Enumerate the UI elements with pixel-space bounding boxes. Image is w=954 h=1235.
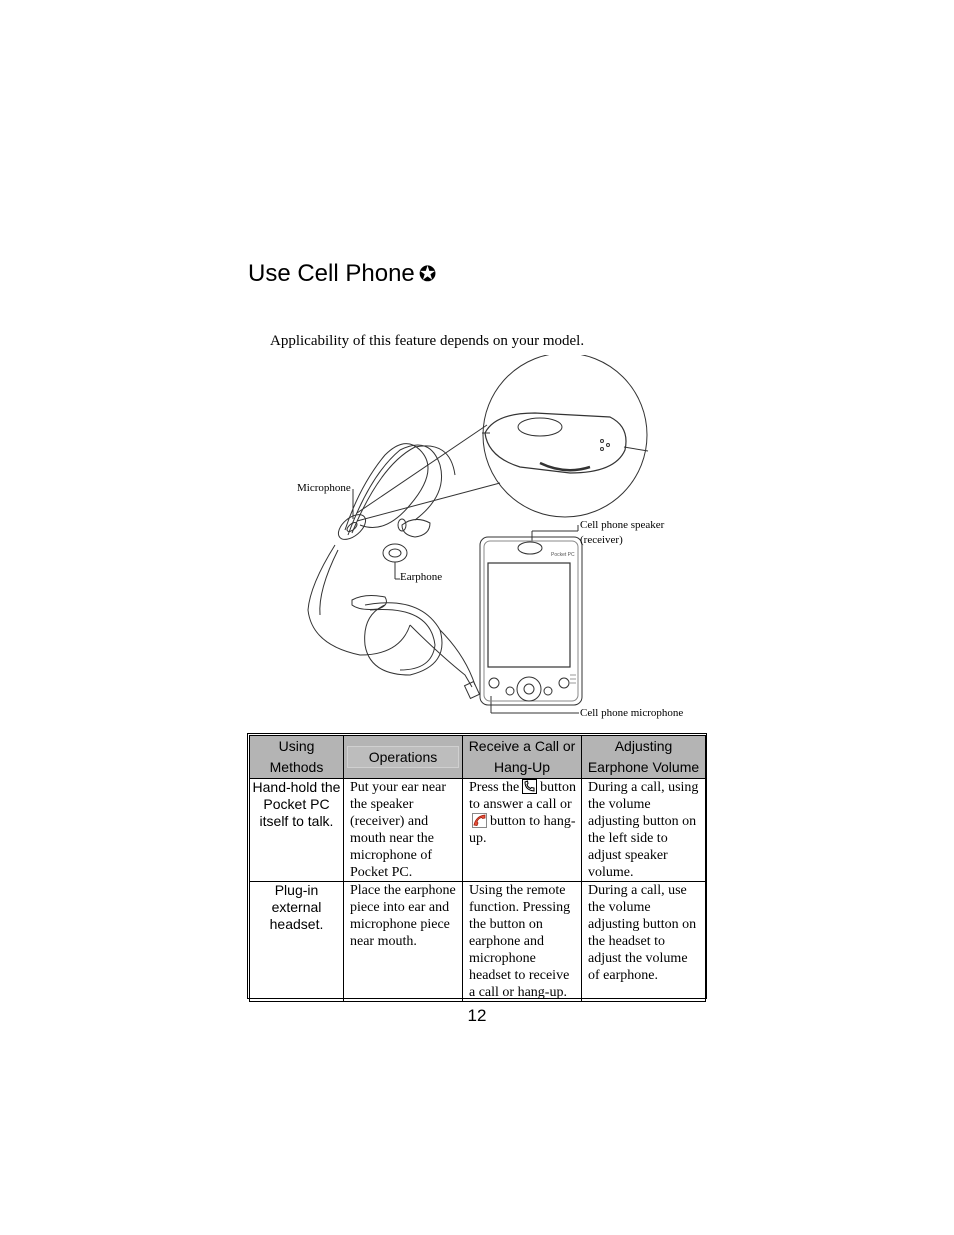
nav-pad-icon: [516, 676, 542, 702]
earphone-icon: [382, 518, 431, 563]
row1-receive-pre: Press the: [469, 780, 520, 795]
magnifier-circle: [482, 352, 648, 518]
illustration-svg: Pocket PC: [307, 352, 649, 714]
speaker-label-line1: Cell phone speaker: [580, 519, 665, 531]
usage-table: Using Methods Operations Receive a Call …: [247, 733, 707, 1002]
phone-hangup-icon: [472, 813, 487, 828]
star-icon: ✪: [418, 263, 437, 286]
cell-microphone-label: Cell phone microphone: [580, 707, 684, 719]
phone-answer-icon: [522, 779, 538, 794]
header-using-methods: Using Methods: [249, 735, 344, 779]
applicability-note: Applicability of this feature depends on…: [270, 333, 585, 349]
page-number: 12: [467, 1006, 487, 1025]
speaker-receiver-icon: [517, 541, 543, 555]
header-receive-call: Receive a Call or Hang-Up: [462, 735, 582, 779]
device-brand-text: Pocket PC: [551, 552, 575, 558]
table-row: Hand-hold the Pocket PC itself to talk. …: [249, 778, 706, 882]
speaker-label: Cell phone speaker (receiver): [580, 518, 664, 548]
header-operations-label: Operations: [347, 746, 459, 768]
header-earphone-volume: Adjusting Earphone Volume: [581, 735, 706, 779]
hangup-button-icon: [558, 677, 570, 689]
row1-method: Hand-hold the Pocket PC itself to talk.: [249, 778, 344, 882]
microphone-label: Microphone: [297, 482, 351, 494]
headset-cable: [307, 443, 481, 700]
row1-receive-post: button to hang-up.: [469, 814, 576, 846]
pocket-pc-device: Pocket PC: [479, 536, 583, 706]
table-header-row: Using Methods Operations Receive a Call …: [249, 735, 706, 779]
earphone-label: Earphone: [400, 571, 443, 583]
cable-clip-icon: [351, 595, 387, 610]
row1-receive-mid: button to answer a call or: [469, 780, 576, 812]
row2-method: Plug-in external headset.: [249, 881, 344, 1002]
row1-volume: During a call, using the volume adjustin…: [581, 778, 706, 882]
headset-device-illustration: Pocket PC Microphone Earphone Cell phone…: [290, 352, 710, 725]
row2-receive: Using the remote function. Pressing the …: [462, 881, 582, 1002]
speaker-label-line2: (receiver): [580, 534, 623, 546]
row1-operation: Put your ear near the speaker (receiver)…: [343, 778, 463, 882]
table-row: Plug-in external headset. Place the earp…: [249, 881, 706, 1002]
header-operations: Operations: [343, 735, 463, 779]
row2-operation: Place the earphone piece into ear and mi…: [343, 881, 463, 1002]
page-title-text: Use Cell Phone: [248, 260, 415, 287]
answer-button-icon: [488, 677, 500, 689]
page-title: Use Cell Phone✪: [248, 258, 436, 291]
microphone-remote-icon: [337, 514, 367, 540]
row2-volume: During a call, use the volume adjusting …: [581, 881, 706, 1002]
inline-remote-zoom-icon: [482, 412, 649, 474]
usage-table-grid: Using Methods Operations Receive a Call …: [249, 735, 706, 1002]
